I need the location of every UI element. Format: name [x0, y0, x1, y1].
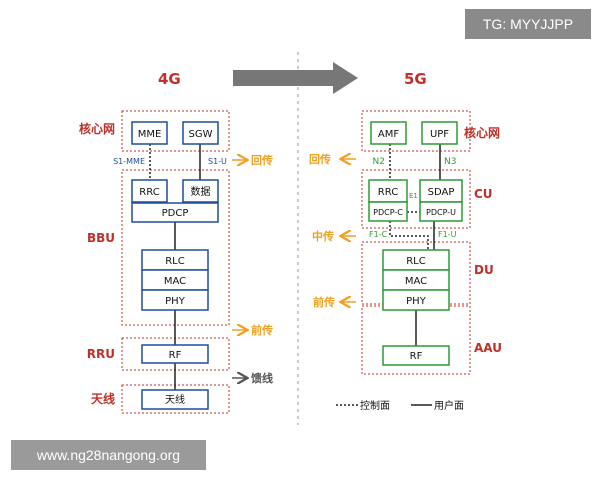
interface-label-s1-u: S1-U [208, 157, 227, 166]
box-rrc-4g-label: RRC [139, 187, 159, 198]
box-amf-label: AMF [378, 129, 399, 140]
box-mac-5g-label: MAC [405, 276, 427, 287]
group-label-bbu-4g: BBU [87, 231, 115, 245]
box-sdap-5g-label: SDAP [428, 187, 455, 198]
box-phy-5g-label: PHY [406, 296, 427, 307]
box-phy-4g [141, 289, 209, 311]
box-data-4g [182, 179, 219, 203]
box-upf-label: UPF [430, 129, 449, 140]
box-pdcp-c-5g [368, 201, 408, 222]
group-frame-core-5g [361, 110, 471, 152]
box-pdcp-u-5g-label: PDCP-U [426, 208, 456, 217]
box-amf [370, 121, 407, 145]
box-mme-label: MME [138, 129, 162, 140]
interface-label-n3: N3 [444, 157, 456, 167]
title-4g: 4G [158, 70, 181, 88]
box-antenna-4g-label: 天线 [165, 393, 185, 406]
annotation-fronthaul-4g: 前传 [251, 323, 273, 337]
interface-label-f1-u: F1-U [438, 230, 457, 239]
legend-user-plane-label: 用户面 [434, 399, 464, 412]
box-pdcp-c-5g-label: PDCP-C [373, 208, 403, 217]
title-5g: 5G [404, 70, 427, 88]
diagram-5g: 核心网 CU DU AAU N2 N3 E1 F1-C F1-U AMF UPF… [309, 110, 502, 375]
group-label-core-4g: 核心网 [79, 121, 115, 136]
group-label-cu-5g: CU [474, 187, 493, 201]
box-rlc-4g-label: RLC [165, 256, 185, 267]
interface-label-s1-mme: S1-MME [113, 157, 145, 166]
box-rrc-5g-label: RRC [378, 187, 398, 198]
group-label-aau-5g: AAU [474, 341, 502, 355]
annotation-backhaul-4g: 回传 [251, 153, 273, 167]
box-pdcp-4g-label: PDCP [162, 208, 189, 219]
box-phy-4g-label: PHY [165, 296, 186, 307]
box-upf [421, 121, 458, 145]
group-frame-cu-5g [361, 169, 471, 229]
box-sgw-label: SGW [189, 129, 213, 140]
annotation-backhaul-5g: 回传 [309, 152, 331, 166]
box-rf-5g-label: RF [410, 351, 423, 362]
annotation-midhaul-5g: 中传 [312, 229, 334, 243]
box-rlc-5g-label: RLC [406, 256, 426, 267]
f1-c-line [389, 221, 429, 250]
group-label-core-5g: 核心网 [464, 125, 500, 140]
interface-label-e1: E1 [409, 192, 418, 200]
annotation-feeder-4g: 馈线 [251, 371, 273, 385]
watermark-bottom: www.ng28nangong.org [11, 440, 206, 470]
box-rf-4g [141, 344, 209, 364]
legend: 控制面 用户面 [336, 399, 464, 412]
box-pdcp-u-5g [419, 201, 463, 222]
diagram-4g: 核心网 BBU RRU 天线 S1-MME S1-U MME SGW RRC 数… [79, 110, 273, 414]
group-label-rru-4g: RRU [87, 347, 115, 361]
box-rrc-4g [131, 179, 168, 203]
box-phy-5g [382, 289, 450, 311]
legend-control-plane-label: 控制面 [360, 399, 390, 412]
group-label-du-5g: DU [474, 263, 494, 277]
group-frame-core-4g [121, 110, 230, 152]
evolution-arrow-icon [233, 62, 358, 94]
box-rf-4g-label: RF [169, 350, 182, 361]
box-sgw [182, 121, 219, 145]
box-pdcp-4g [131, 202, 219, 223]
group-frame-bbu-4g [121, 169, 230, 326]
box-antenna-4g [141, 389, 209, 410]
box-mac-4g-label: MAC [164, 276, 186, 287]
box-data-4g-label: 数据 [191, 185, 211, 198]
watermark-top: TG: MYYJJPP [465, 9, 591, 39]
box-rf-5g [382, 345, 450, 366]
group-label-antenna-4g: 天线 [91, 391, 115, 406]
box-mme [131, 121, 168, 145]
interface-label-n2: N2 [373, 157, 385, 167]
interface-label-f1-c: F1-C [369, 230, 388, 239]
annotation-fronthaul-5g: 前传 [313, 295, 335, 309]
